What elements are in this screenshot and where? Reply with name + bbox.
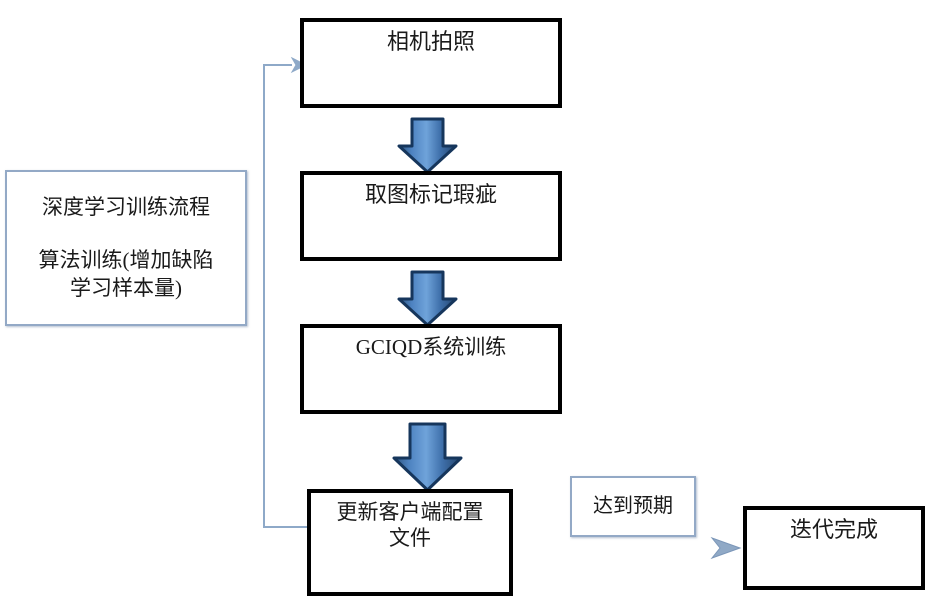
block-arrow-2	[397, 270, 458, 327]
block-arrow-3	[392, 422, 463, 492]
node-update-client-config[interactable]: 更新客户端配置 文件	[307, 489, 513, 596]
node-iteration-complete[interactable]: 迭代完成	[743, 506, 925, 590]
node-iteration-complete-label: 迭代完成	[789, 517, 878, 542]
connector-to-iteration-complete	[513, 536, 742, 560]
node-expectation-reached-label: 达到预期	[593, 495, 673, 517]
deep-learning-training-process-panel: 深度学习训练流程 算法训练(增加缺陷 学习样本量)	[5, 170, 247, 326]
node-system-training-label: GCIQD系统训练	[355, 335, 507, 359]
panel-description: 算法训练(增加缺陷 学习样本量)	[38, 248, 214, 300]
node-mark-defects-label: 取图标记瑕疵	[364, 182, 497, 207]
panel-title: 深度学习训练流程	[42, 195, 210, 220]
connector-feedback-loop	[263, 56, 308, 528]
node-camera-capture[interactable]: 相机拍照	[300, 18, 562, 108]
node-system-training[interactable]: GCIQD系统训练	[300, 324, 562, 414]
node-expectation-reached[interactable]: 达到预期	[570, 476, 696, 537]
node-update-client-config-label: 更新客户端配置 文件	[336, 500, 484, 551]
block-arrow-1	[397, 117, 458, 174]
node-camera-capture-label: 相机拍照	[386, 29, 475, 54]
node-mark-defects[interactable]: 取图标记瑕疵	[300, 171, 562, 261]
